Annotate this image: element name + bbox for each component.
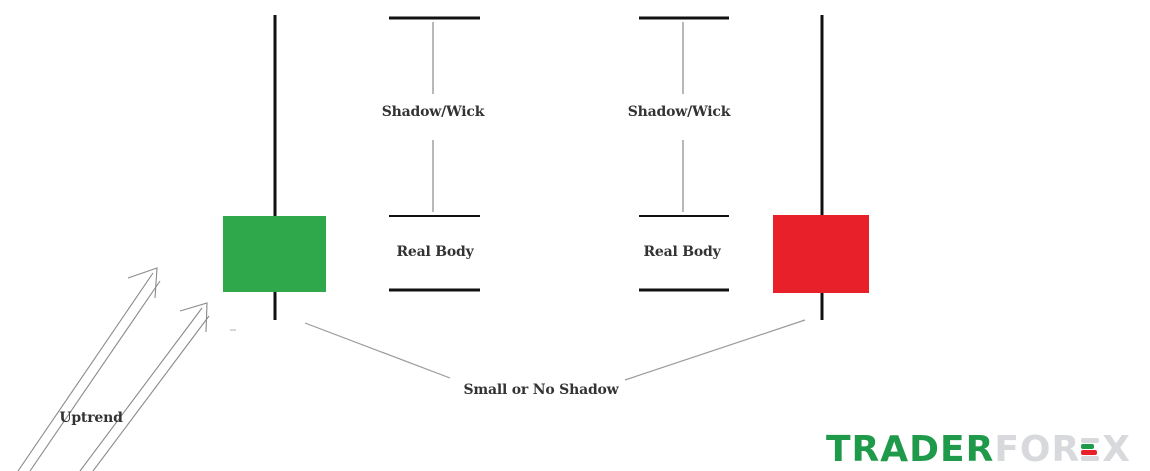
pointer-line-right: [624, 319, 806, 381]
pointer-line-left: [304, 322, 451, 379]
logo-part-for: FOR: [994, 429, 1081, 470]
bearish-candle-icon: [773, 15, 869, 320]
measure-bracket-right: [639, 16, 729, 292]
uptrend-arrow-icon: [17, 267, 210, 471]
uptrend-label: Uptrend: [59, 410, 123, 426]
measure-bracket-left: [389, 16, 480, 292]
shadow-wick-label-left: Shadow/Wick: [381, 104, 485, 120]
bullish-candle-icon: [223, 15, 326, 320]
real-body-bearish: [773, 215, 869, 293]
small-or-no-shadow-label: Small or No Shadow: [463, 382, 619, 398]
real-body-bullish: [223, 216, 326, 292]
logo-part-x: X: [1102, 429, 1132, 470]
real-body-label-right: Real Body: [643, 244, 721, 260]
logo-part-trader: TRADER: [826, 429, 995, 470]
traderforex-logo: TRADERFOR X: [826, 430, 1131, 470]
real-body-label-left: Real Body: [396, 244, 474, 260]
striped-e-icon: [1081, 436, 1101, 464]
shadow-wick-label-right: Shadow/Wick: [627, 104, 731, 120]
